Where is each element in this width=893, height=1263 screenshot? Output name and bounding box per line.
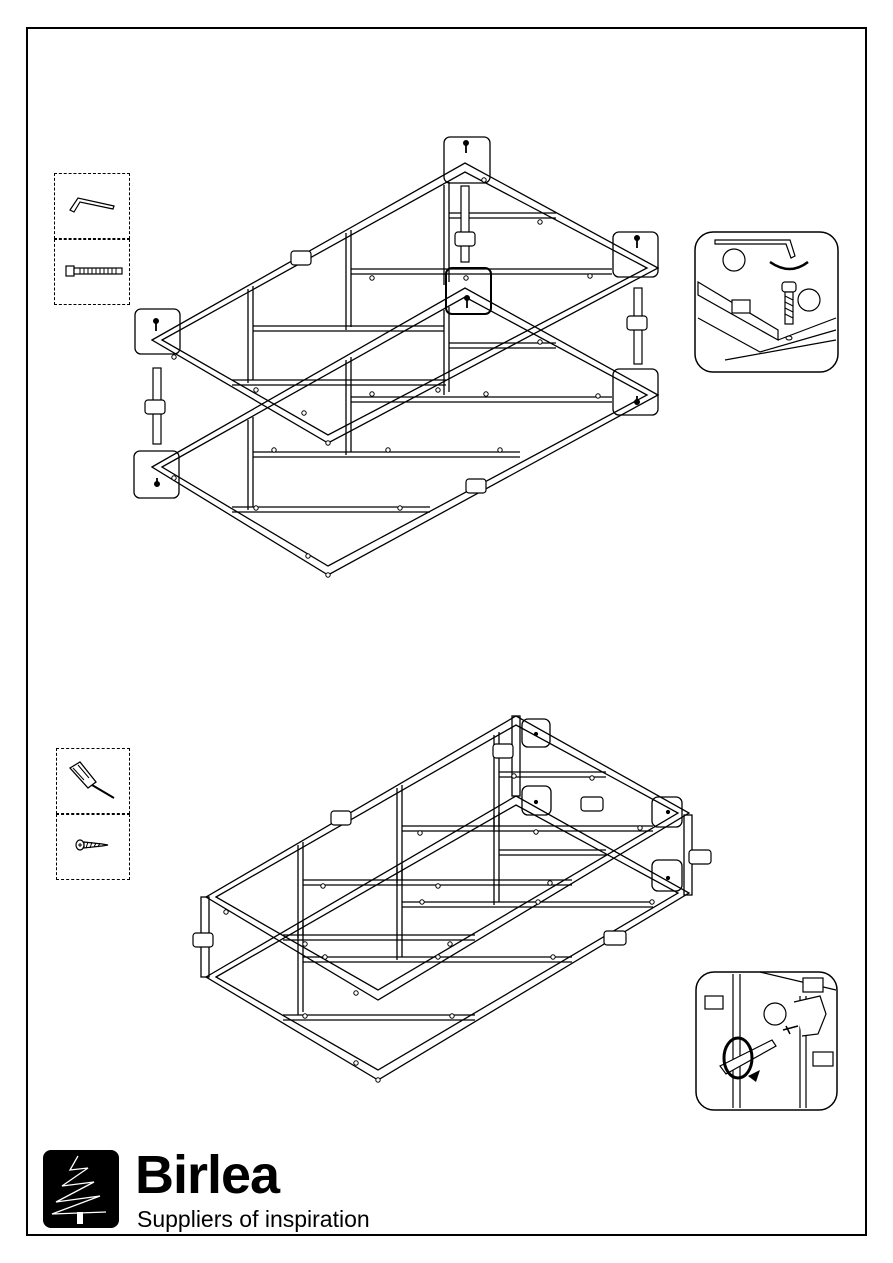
step1-bolt-heads: [172, 178, 600, 577]
step1-frame-upper: [152, 163, 658, 443]
brand-name: Birlea: [135, 1144, 279, 1206]
step1-frame-lower: [152, 288, 658, 575]
brand-block: Birlea Suppliers of inspiration: [43, 1150, 443, 1232]
bolt-icon: [66, 266, 122, 276]
allen-key-icon: [70, 198, 114, 212]
step1-detail: [695, 232, 838, 372]
step2-part-labels: [193, 744, 711, 947]
step1-callout-bolts: [154, 141, 640, 487]
step1-callouts: [134, 137, 658, 498]
screw-icon: [76, 840, 108, 850]
step2-frame: [201, 716, 692, 1080]
step1-dowels: [145, 186, 647, 444]
step2-bolt-heads: [224, 774, 654, 1082]
screwdriver-icon: [70, 762, 114, 798]
brand-tagline: Suppliers of inspiration: [137, 1206, 370, 1233]
step2-detail: [696, 972, 837, 1110]
